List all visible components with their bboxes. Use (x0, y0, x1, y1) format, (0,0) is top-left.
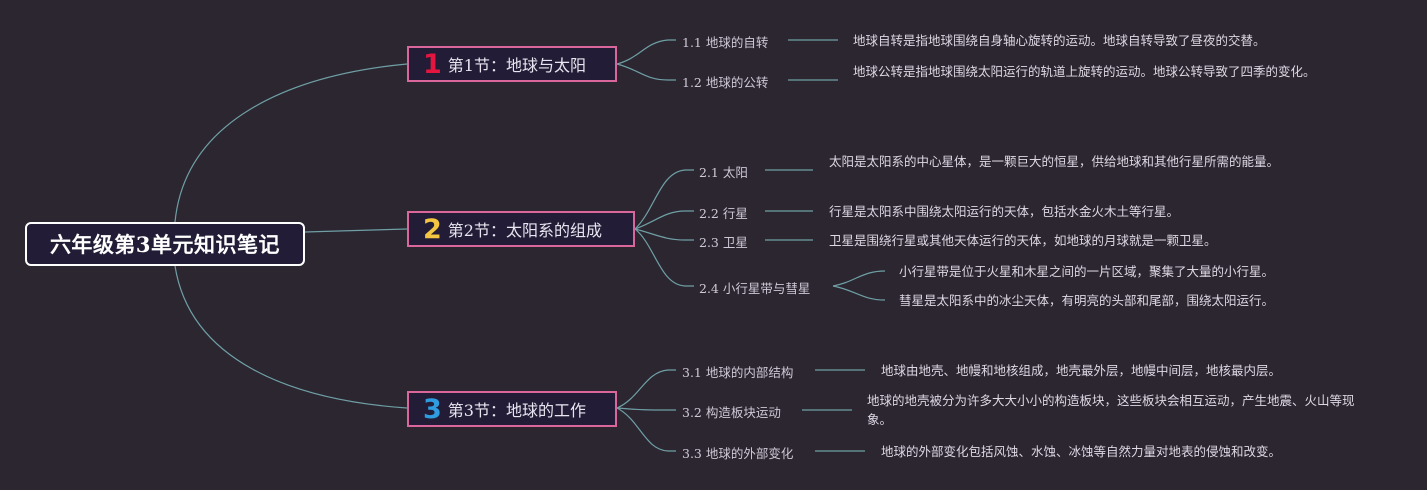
section-title-2: 第2节：太阳系的组成 (447, 221, 602, 240)
topic-3-3[interactable]: 3.3 地球的外部变化 (682, 446, 794, 461)
link-root-s3 (174, 265, 408, 409)
topic-2-1-desc: 太阳是太阳系的中心星体，是一颗巨大的恒星，供给地球和其他行星所需的能量。 (829, 154, 1280, 169)
topic-2-2[interactable]: 2.2 行星 (699, 206, 748, 221)
link-s3-t2 (616, 407, 676, 411)
link-root-s2 (304, 228, 408, 233)
link-root-s1 (174, 63, 408, 223)
root-title: 六年级第3单元知识笔记 (49, 232, 281, 257)
link-s2-sub2 (832, 285, 886, 301)
section-number-1-icon: 1 (423, 48, 442, 80)
section-title-1: 第1节：地球与太阳 (447, 56, 586, 75)
topic-1-1[interactable]: 1.1 地球的自转 (682, 35, 769, 50)
link-s2-t3 (634, 228, 694, 241)
link-s1-t2 (616, 63, 676, 81)
topic-2-4-sub-1: 小行星带是位于火星和木星之间的一片区域，聚集了大量的小行星。 (899, 264, 1275, 279)
root-node[interactable]: 六年级第3单元知识笔记 (25, 222, 305, 266)
topic-2-4-sub-2: 彗星是太阳系中的冰尘天体，有明亮的头部和尾部，围绕太阳运行。 (899, 293, 1275, 308)
link-s2-t2 (634, 210, 694, 230)
section-node-2[interactable]: 2 第2节：太阳系的组成 (407, 211, 635, 247)
topic-1-2[interactable]: 1.2 地球的公转 (682, 75, 769, 90)
topic-2-2-desc: 行星是太阳系中围绕太阳运行的天体，包括水金火木土等行星。 (829, 204, 1180, 219)
topic-2-3-desc: 卫星是围绕行星或其他天体运行的天体，如地球的月球就是一颗卫星。 (829, 233, 1217, 248)
topic-2-1[interactable]: 2.1 太阳 (699, 165, 748, 180)
topic-1-2-desc: 地球公转是指地球围绕太阳运行的轨道上旋转的运动。地球公转导致了四季的变化。 (853, 64, 1316, 79)
topic-3-1-desc: 地球由地壳、地幔和地核组成，地壳最外层，地幔中间层，地核最内层。 (881, 363, 1282, 378)
link-s2-t1 (634, 169, 694, 230)
section-title-3: 第3节：地球的工作 (447, 401, 586, 420)
topic-2-3[interactable]: 2.3 卫星 (699, 235, 748, 250)
topic-3-3-desc: 地球的外部变化包括风蚀、水蚀、冰蚀等自然力量对地表的侵蚀和改变。 (881, 444, 1282, 459)
topic-3-2-desc: 地球的地壳被分为许多大大小小的构造板块，这些板块会相互运动，产生地震、火山等现象… (867, 393, 1355, 427)
link-s2-t4 (634, 228, 694, 287)
section-number-3-icon: 3 (423, 393, 442, 425)
link-s2-sub1 (832, 270, 886, 287)
topic-3-2[interactable]: 3.2 构造板块运动 (682, 405, 781, 420)
topic-2-4[interactable]: 2.4 小行星带与彗星 (699, 281, 811, 296)
section-node-3[interactable]: 3 第3节：地球的工作 (407, 391, 617, 427)
section-number-2-icon: 2 (423, 213, 442, 245)
topic-3-1[interactable]: 3.1 地球的内部结构 (682, 365, 794, 380)
section-node-1[interactable]: 1 第1节：地球与太阳 (407, 46, 617, 82)
topic-1-1-desc: 地球自转是指地球围绕自身轴心旋转的运动。地球自转导致了昼夜的交替。 (853, 33, 1266, 48)
link-s3-t1 (616, 369, 676, 409)
link-s1-t1 (616, 39, 676, 65)
link-s3-t3 (616, 407, 676, 452)
